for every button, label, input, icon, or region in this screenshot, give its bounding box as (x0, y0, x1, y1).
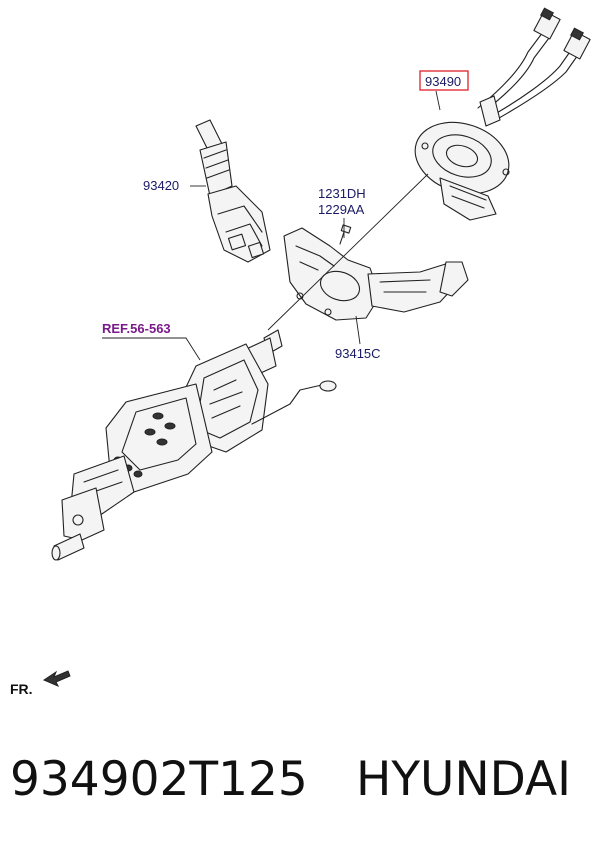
highlight-box (419, 70, 469, 91)
label-screw-a[interactable]: 1231DH (318, 186, 366, 201)
switch-body (283, 227, 469, 321)
front-arrow-icon (42, 670, 71, 687)
label-screw-b[interactable]: 1229AA (318, 202, 365, 217)
label-multifunction-switch[interactable]: 93420 (143, 178, 179, 193)
clock-spring (414, 95, 510, 221)
label-reference[interactable]: REF.56-563 (102, 321, 171, 336)
leader-lines (102, 90, 441, 361)
parts-diagram: 93490 93420 1231DH 1229AA 93415C REF.56-… (10, 7, 591, 697)
caption: 934902T125 HYUNDAI (0, 752, 600, 822)
label-front-marker: FR. (10, 681, 33, 697)
label-switch-body[interactable]: 93415C (335, 346, 381, 361)
multifunction-switch (195, 119, 271, 263)
part-number: 934902T125 (10, 752, 308, 807)
screw (339, 224, 352, 245)
steering-column (51, 329, 337, 561)
label-clock-spring[interactable]: 93490 (425, 74, 461, 89)
brand-name: HYUNDAI (356, 752, 571, 807)
